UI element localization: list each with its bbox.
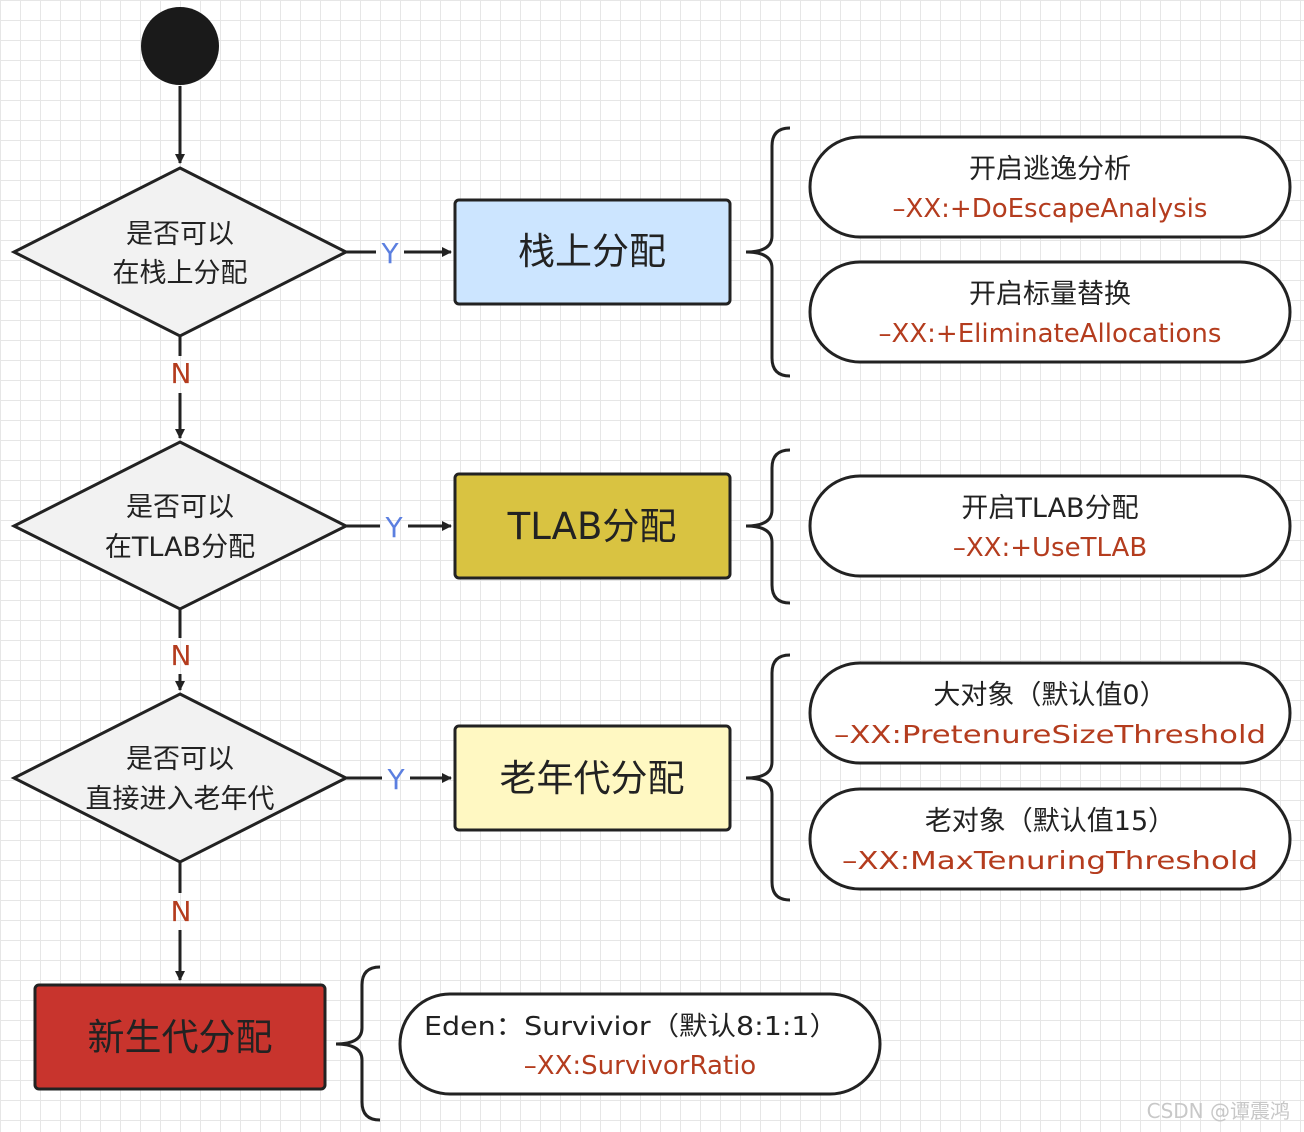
decision-text-line2: 在栈上分配 (113, 258, 248, 289)
option-title: 老对象（默认值15） (925, 806, 1175, 837)
decision-diamond (10, 440, 350, 611)
option-title: 开启标量替换 (969, 279, 1131, 310)
stack-allocation-label: 栈上分配 (518, 230, 666, 273)
option-title: 大对象（默认值0） (933, 680, 1166, 711)
old-gen-allocation-label: 老年代分配 (500, 757, 685, 800)
decision-text-line1: 是否可以 (126, 219, 234, 250)
decision-diamond (10, 166, 350, 338)
option-flag: –XX:+DoEscapeAnalysis (893, 194, 1208, 224)
option-title: 开启TLAB分配 (961, 493, 1138, 524)
tlab-allocation-box (453, 472, 732, 580)
option-pill (398, 992, 882, 1096)
no-label: N (171, 357, 192, 390)
option-flag: –XX:PretenureSizeThreshold (834, 720, 1266, 749)
option-pill (808, 661, 1292, 765)
curly-brace (745, 126, 791, 378)
option-title: 开启逃逸分析 (969, 154, 1131, 185)
yes-label: Y (380, 237, 399, 270)
option-pill (808, 135, 1292, 239)
young-gen-allocation-box (33, 983, 327, 1091)
old-gen-allocation-box (453, 724, 732, 832)
option-title: Eden：Survivior（默认8:1:1） (424, 1012, 838, 1042)
option-pill (808, 260, 1292, 364)
csdn-watermark: CSDN @谭震鸿 (1146, 1099, 1290, 1123)
decision-diamond (10, 692, 350, 864)
decision-text-line1: 是否可以 (126, 744, 234, 775)
no-label: N (171, 895, 192, 928)
yes-label: Y (386, 763, 405, 796)
decision-text-line2: 直接进入老年代 (86, 784, 275, 815)
option-pill (808, 474, 1292, 578)
option-pill (808, 787, 1292, 891)
curly-brace (745, 448, 791, 605)
option-flag: –XX:SurvivorRatio (524, 1051, 756, 1081)
curly-brace (335, 965, 381, 1122)
start-node (141, 7, 219, 85)
option-flag: –XX:MaxTenuringThreshold (842, 846, 1258, 875)
curly-brace (745, 653, 791, 902)
stack-allocation-box (453, 198, 732, 306)
decision-text-line2: 在TLAB分配 (105, 532, 255, 563)
option-flag: –XX:+EliminateAllocations (879, 319, 1222, 349)
young-gen-allocation-label: 新生代分配 (88, 1016, 273, 1059)
decision-text-line1: 是否可以 (126, 492, 234, 523)
option-flag: –XX:+UseTLAB (953, 533, 1147, 563)
yes-label: Y (384, 511, 403, 544)
no-label: N (171, 639, 192, 672)
tlab-allocation-label: TLAB分配 (507, 505, 677, 548)
